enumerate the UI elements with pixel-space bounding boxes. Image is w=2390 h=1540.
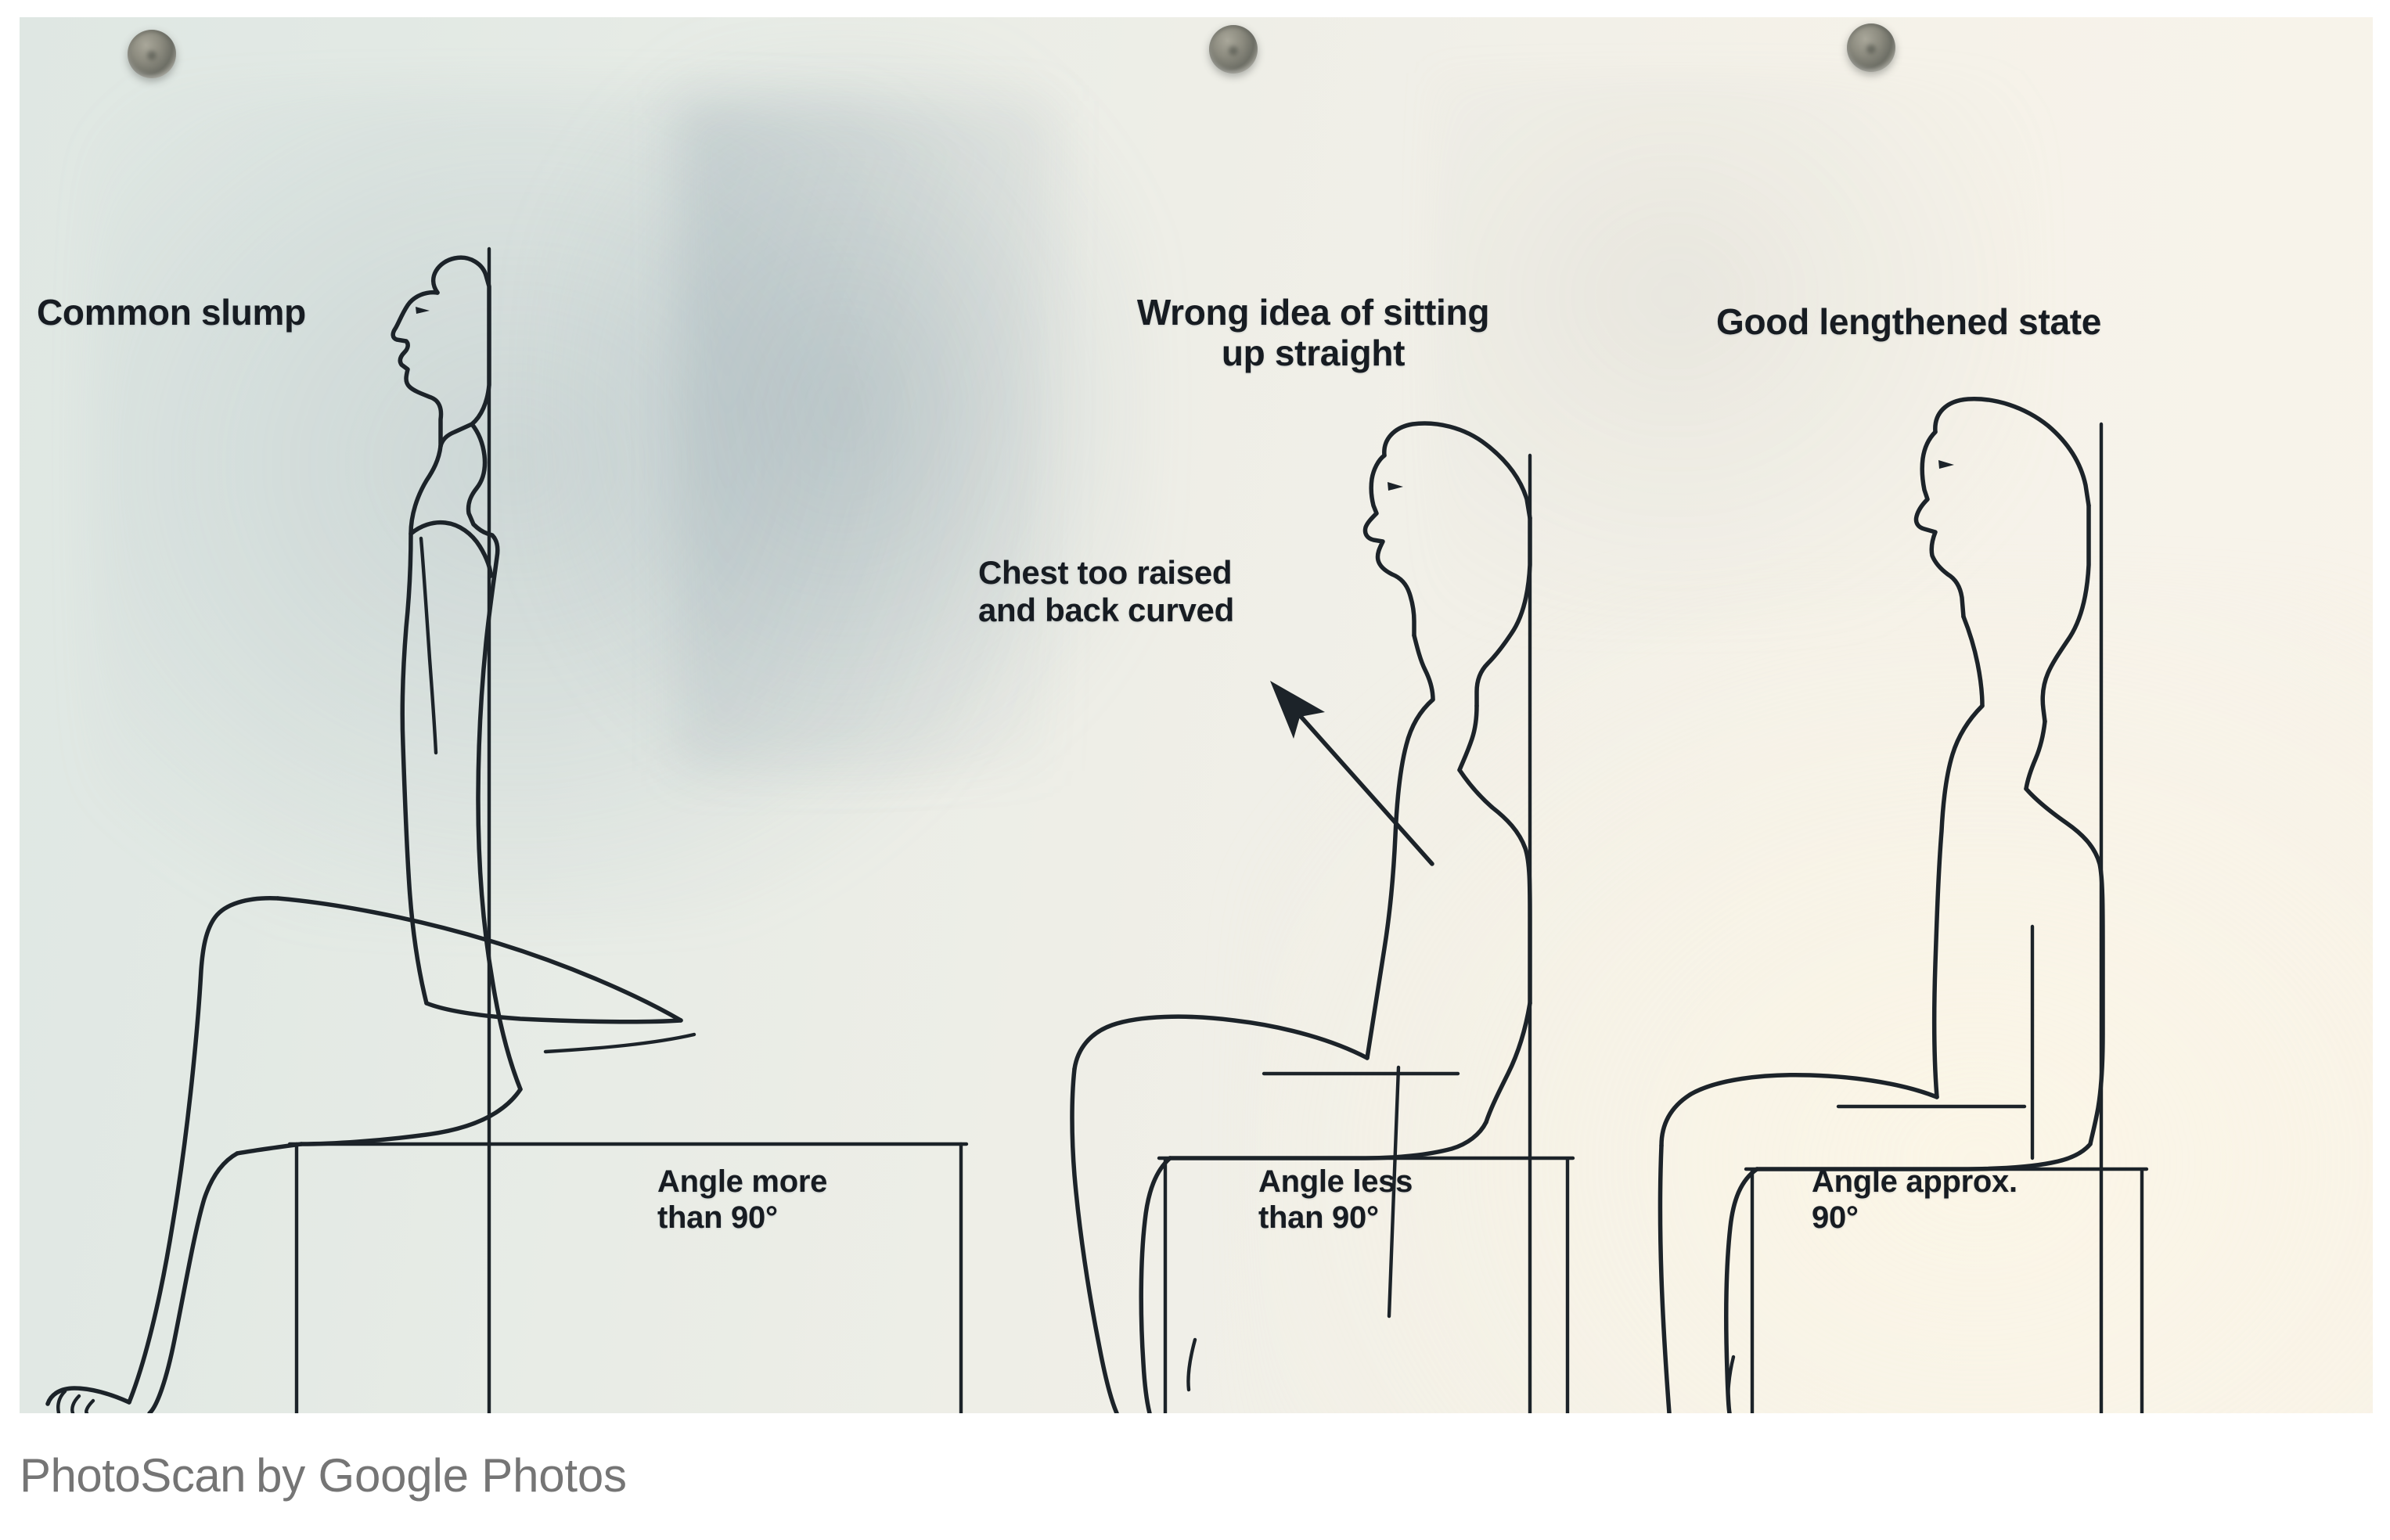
slump-toe-2 — [70, 1394, 81, 1413]
slump-eye — [416, 307, 430, 314]
slump-front-torso — [400, 444, 443, 1006]
photoscan-watermark: PhotoScan by Google Photos — [20, 1452, 627, 1499]
angle-label-good-lengthened: Angle approx. 90° — [1812, 1164, 2017, 1236]
angle-label-wrong-idea: Angle less than 90° — [1258, 1164, 1413, 1236]
wrong-lumbar-curve — [1484, 1001, 1532, 1124]
wrong-chest-front — [1365, 697, 1435, 1060]
panel-heading-wrong-idea: Wrong idea of sitting up straight — [1136, 292, 1490, 373]
wrong-calf-back — [1139, 1156, 1172, 1413]
wrong-upper-back — [1457, 768, 1532, 1006]
wrong-neck-back — [1457, 703, 1479, 772]
paper-warm-glow — [1243, 575, 2373, 1413]
slump-thigh-top — [275, 896, 683, 1023]
wrong-eye — [1388, 482, 1403, 491]
figure-common-slump — [45, 246, 969, 1413]
wrong-ankle-crease — [1186, 1337, 1197, 1392]
mounting-screw-right — [1847, 23, 1895, 72]
slump-forearm-bottom — [543, 1032, 696, 1054]
callout-arrow-head — [1270, 681, 1325, 739]
poster-line-drawing — [20, 17, 2373, 1413]
good-shin-front — [1658, 1143, 1672, 1413]
slump-toe-1 — [56, 1389, 67, 1413]
slump-shoulder — [409, 520, 493, 578]
good-chest-front — [1931, 703, 1985, 1099]
wrong-skull-back — [1474, 516, 1532, 708]
figure-good-lengthened — [1658, 397, 2149, 1413]
good-skull-top — [1933, 397, 2091, 508]
wrong-thigh-top — [1072, 1014, 1370, 1071]
wrong-neck-front — [1412, 633, 1435, 702]
slump-face-profile — [391, 290, 444, 448]
good-ankle-crease — [1726, 1355, 1736, 1411]
wrong-skull-top — [1382, 421, 1532, 520]
scanned-photo: Common slump Wrong idea of sitting up st… — [20, 17, 2373, 1413]
good-neck-front — [1961, 614, 1985, 708]
watermark-brand: PhotoScan — [20, 1449, 247, 1502]
wrong-face-profile — [1362, 453, 1416, 638]
panel-heading-common-slump: Common slump — [37, 292, 306, 333]
paper-reflection-ghost — [1431, 73, 2043, 631]
paper-shadow-streak — [678, 101, 1056, 772]
good-skull-back — [2040, 503, 2091, 724]
watermark-attribution: by Google Photos — [256, 1449, 627, 1502]
wrong-arm-line — [1387, 1065, 1401, 1319]
slump-forearm-top — [424, 1001, 683, 1024]
panel-heading-good-lengthened: Good lengthened state — [1716, 301, 2102, 342]
wrong-hip-seat — [1168, 1120, 1488, 1160]
wrong-shin-front — [1070, 1067, 1119, 1413]
callout-arrow-shaft — [1289, 703, 1434, 866]
mounting-screw-left — [128, 30, 176, 78]
slump-armpit-line — [419, 536, 438, 755]
good-eye — [1938, 460, 1954, 469]
figure-wrong-idea — [1070, 421, 1575, 1413]
mounting-screw-center — [1209, 25, 1258, 74]
callout-chest-too-raised: Chest too raised and back curved — [978, 554, 1234, 628]
slump-foot-top — [45, 1386, 131, 1406]
slump-calf-back — [147, 1151, 239, 1413]
slump-head-back — [431, 255, 491, 448]
slump-toe-3 — [85, 1398, 95, 1413]
good-thigh-top — [1659, 1072, 1939, 1148]
good-neck-back — [2024, 719, 2047, 791]
slump-back-curve — [466, 422, 523, 1092]
slump-shin-front — [127, 896, 280, 1405]
good-back-line — [2024, 786, 2105, 1146]
paper-shadow-blotch-mid — [537, 45, 1150, 772]
good-face-profile — [1913, 430, 1966, 619]
paper-shadow-blotch-left — [90, 87, 1031, 925]
angle-label-common-slump: Angle more than 90° — [657, 1164, 828, 1236]
